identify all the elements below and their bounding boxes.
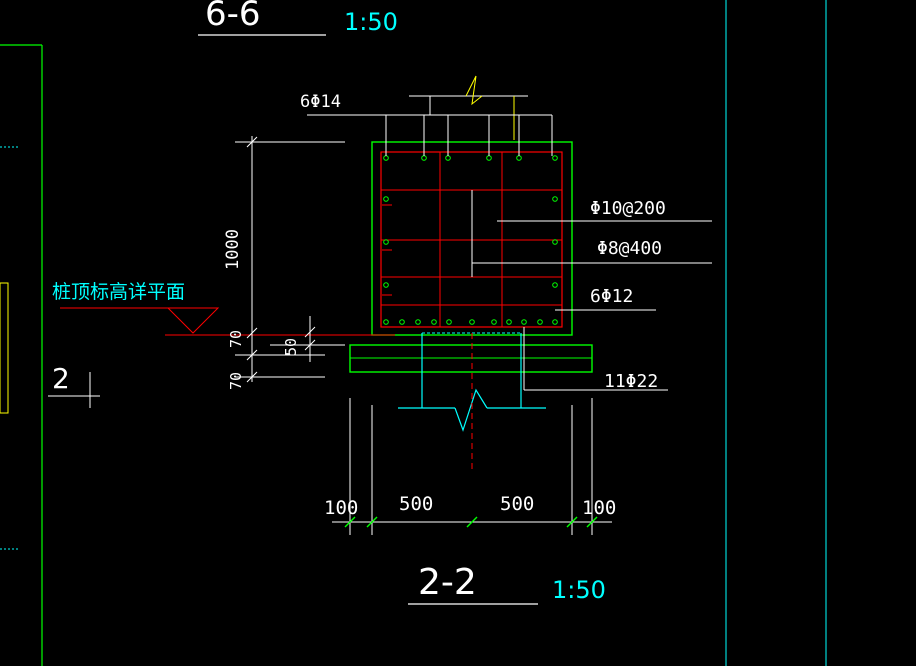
rebar-leaders-right: Φ10@200 Φ8@400 6Φ12 11Φ22 bbox=[472, 198, 712, 392]
top-section-title: 6-6 1:50 bbox=[198, 0, 398, 36]
top-bar-leaders: 6Φ14 bbox=[300, 75, 553, 156]
pile-bars-label: 11Φ22 bbox=[604, 371, 658, 392]
grid-mark-label: 2 bbox=[52, 362, 70, 395]
dim-50: 50 bbox=[282, 338, 300, 356]
dim-500-right: 500 bbox=[500, 493, 534, 515]
top-bars-label: 6Φ14 bbox=[300, 92, 341, 112]
bottom-bar-dots bbox=[383, 319, 558, 325]
tie-label: Φ8@400 bbox=[597, 238, 662, 259]
pile bbox=[398, 332, 546, 470]
pile-top-label: 桩顶标高详平面 bbox=[52, 281, 185, 303]
stirrup-label: Φ10@200 bbox=[590, 198, 666, 219]
beam-outline bbox=[349, 141, 593, 373]
top-section-mark: 6-6 bbox=[205, 0, 261, 34]
dim-height: 1000 bbox=[223, 229, 243, 270]
side-bars-label: 6Φ12 bbox=[590, 286, 633, 307]
dim-70-upper: 70 bbox=[227, 330, 245, 348]
vertical-dimensions: 1000 70 50 70 bbox=[223, 136, 345, 390]
horizontal-dimensions: 100 500 500 100 bbox=[324, 398, 616, 535]
bottom-section-scale: 1:50 bbox=[552, 576, 606, 604]
sheet-frame bbox=[0, 0, 827, 666]
pile-top-elevation: 桩顶标高详平面 bbox=[52, 281, 395, 336]
dim-500-left: 500 bbox=[399, 493, 433, 515]
dim-100-right: 100 bbox=[582, 497, 616, 519]
side-bar-dots bbox=[383, 196, 558, 288]
dim-100-left: 100 bbox=[324, 497, 358, 519]
top-bar-dots bbox=[383, 155, 558, 161]
bottom-section-title: 2-2 1:50 bbox=[408, 562, 606, 605]
bottom-section-mark: 2-2 bbox=[418, 562, 477, 603]
dim-70-lower: 70 bbox=[227, 372, 245, 390]
rebar-cage bbox=[380, 151, 563, 328]
grid-mark: 2 bbox=[48, 362, 100, 408]
top-section-scale: 1:50 bbox=[344, 8, 398, 36]
